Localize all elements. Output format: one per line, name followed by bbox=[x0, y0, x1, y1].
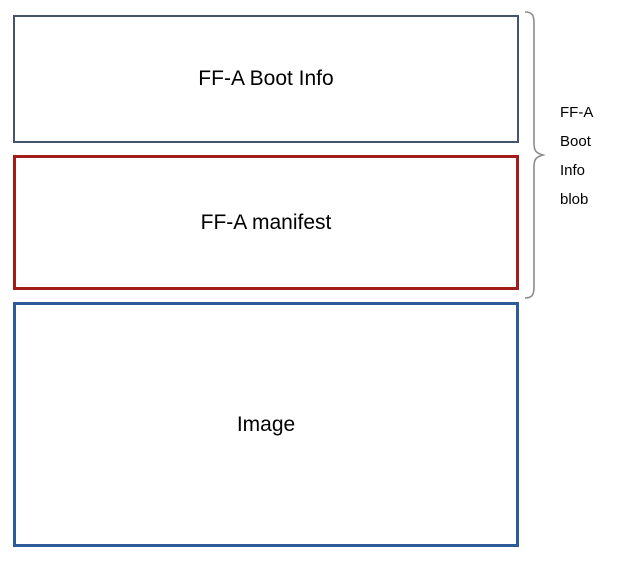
curly-brace-path bbox=[524, 11, 546, 299]
curly-brace bbox=[524, 11, 546, 299]
ffa-manifest-label: FF-A manifest bbox=[200, 210, 332, 234]
diagram-box-image: Image bbox=[13, 302, 519, 547]
ffa-boot-info-label: FF-A Boot Info bbox=[198, 67, 334, 90]
brace-label: FF-A Boot Info blob bbox=[560, 104, 593, 208]
image-label: Image bbox=[236, 412, 296, 436]
diagram-box-ffa-boot-info: FF-A Boot Info bbox=[13, 15, 519, 143]
diagram-box-ffa-manifest: FF-A manifest bbox=[13, 155, 519, 290]
